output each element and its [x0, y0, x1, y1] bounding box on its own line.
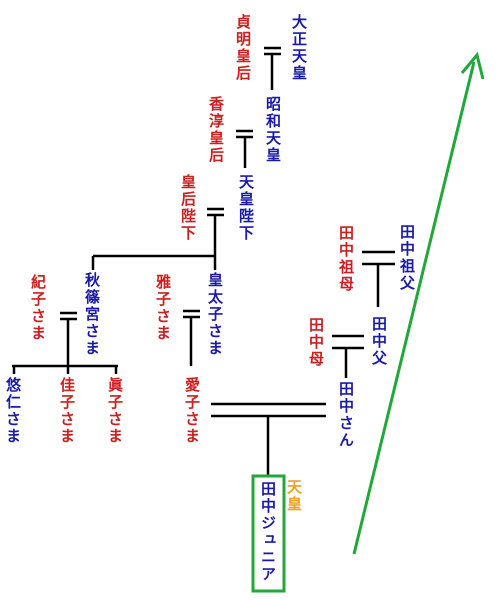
- trend-arrow-head: [460, 51, 485, 80]
- person-showa: 昭和天皇: [264, 96, 282, 164]
- person-kogo: 皇后陛下: [179, 174, 197, 242]
- person-taisho: 大正天皇: [290, 14, 308, 82]
- junior-highlight-box: [251, 474, 286, 593]
- person-kako: 佳子さま: [58, 377, 76, 445]
- person-kojun: 香淳皇后: [207, 96, 225, 164]
- person-tanaka-junior: 田中ジュニア: [259, 481, 277, 583]
- person-tanaka-chichi: 田中父: [370, 316, 388, 367]
- person-hisahito: 悠仁さま: [4, 377, 22, 445]
- person-akishino: 秋篠宮さま: [83, 272, 101, 357]
- person-masako: 雅子さま: [154, 274, 172, 342]
- person-heika: 天皇陛下: [237, 174, 255, 242]
- person-tanaka-haha: 田中母: [307, 317, 325, 368]
- person-tanaka-sobo: 田中祖母: [337, 225, 355, 293]
- person-kiko: 紀子さま: [29, 274, 47, 342]
- person-tanaka-san: 田中さん: [337, 381, 355, 449]
- person-tanaka-sofu: 田中祖父: [398, 224, 416, 292]
- person-teimei: 貞明皇后: [234, 14, 252, 82]
- person-kotaishi: 皇太子さま: [206, 272, 224, 357]
- trend-arrow-shaft: [352, 61, 476, 555]
- tenno-title-label: 天皇: [285, 479, 303, 513]
- person-mako: 眞子さま: [106, 377, 124, 445]
- person-aiko: 愛子さま: [183, 377, 201, 445]
